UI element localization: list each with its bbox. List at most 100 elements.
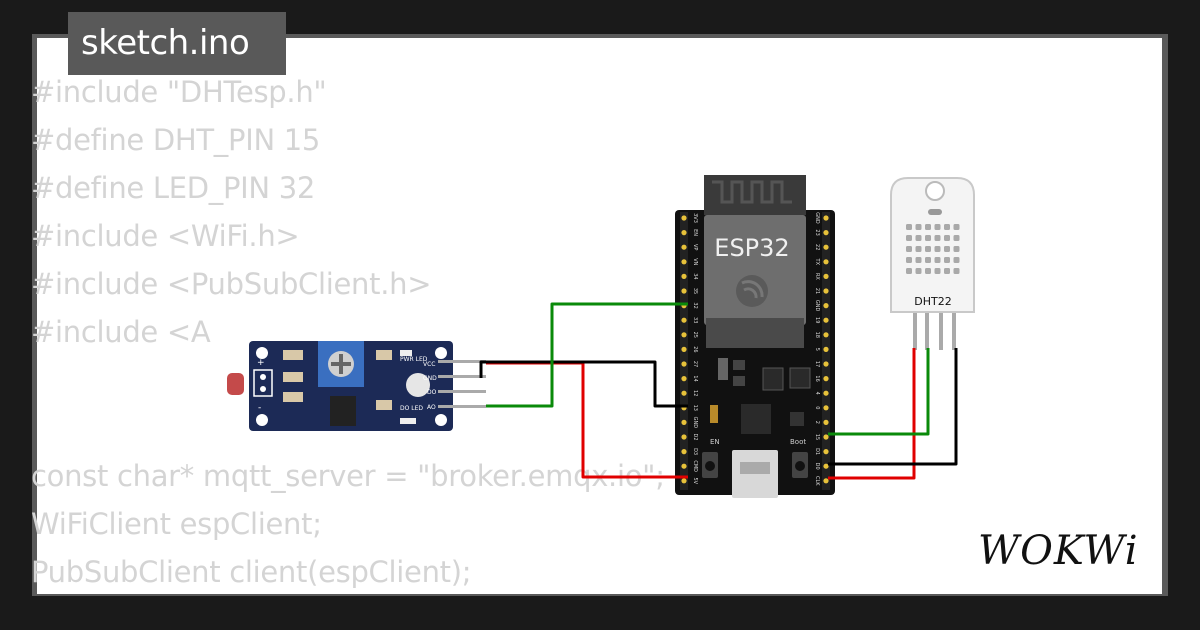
pin-left[interactable] <box>681 259 687 265</box>
pin-right[interactable] <box>823 317 829 323</box>
pin-right[interactable] <box>823 273 829 279</box>
dht-vent <box>934 246 941 252</box>
pin-label: D2 <box>692 433 698 440</box>
pin-label: 18 <box>814 332 820 338</box>
esp32-board[interactable]: ESP32 3V3ENVPVN34353233252627141213GNDD2… <box>675 175 835 498</box>
pin-left[interactable] <box>681 361 687 367</box>
code-line: #include <WiFi.h> <box>31 219 300 253</box>
dht-vent <box>934 268 941 274</box>
wire-green[interactable] <box>486 302 688 408</box>
pin-label: D3 <box>692 448 698 455</box>
pin-label: 25 <box>692 332 698 338</box>
dht-vent <box>915 268 922 274</box>
pin-right[interactable] <box>823 215 829 221</box>
do-pin-label: DO <box>427 389 437 396</box>
pin-label: 17 <box>814 361 820 367</box>
wire-black[interactable] <box>479 360 688 408</box>
pin-left[interactable] <box>681 376 687 382</box>
pin-left[interactable] <box>681 449 687 455</box>
wire-red[interactable] <box>486 361 688 479</box>
dht-vent <box>925 224 931 230</box>
pin-left[interactable] <box>681 390 687 396</box>
pin-right[interactable] <box>823 449 829 455</box>
ldr-minus-label: - <box>258 403 261 413</box>
pin-right[interactable] <box>823 332 829 338</box>
pin-right[interactable] <box>823 303 829 309</box>
code-line: #define LED_PIN 32 <box>31 171 316 205</box>
pin-right[interactable] <box>823 434 829 440</box>
code-line: const char* mqtt_server = "broker.emqx.i… <box>31 459 665 493</box>
dht-vent <box>953 268 960 274</box>
ao-pin-label: AO <box>427 404 436 411</box>
pin-left[interactable] <box>681 434 687 440</box>
code-line: PubSubClient client(espClient); <box>31 555 472 589</box>
pin-left[interactable] <box>681 215 687 221</box>
pin-right[interactable] <box>823 376 829 382</box>
pin-label: 4 <box>814 392 820 395</box>
pin-label: 32 <box>692 302 698 308</box>
dht-vent <box>944 257 950 263</box>
pin-left[interactable] <box>681 332 687 338</box>
esp32-label: ESP32 <box>714 234 789 262</box>
dht-vent <box>944 246 950 252</box>
code-preview: #include "DHTesp.h" #define DHT_PIN 15 #… <box>31 68 931 596</box>
pin-left[interactable] <box>681 244 687 250</box>
pin-label: 34 <box>692 273 698 279</box>
ldr-photoresistor <box>227 373 244 395</box>
pin-right[interactable] <box>823 361 829 367</box>
pin-right[interactable] <box>823 390 829 396</box>
pin-right[interactable] <box>823 259 829 265</box>
pin-right[interactable] <box>823 419 829 425</box>
wire-black-dht[interactable] <box>828 348 958 466</box>
pin-left[interactable] <box>681 317 687 323</box>
pin-right[interactable] <box>823 244 829 250</box>
dht-vent <box>944 235 950 241</box>
pin-right[interactable] <box>823 346 829 352</box>
dht-vent <box>915 246 922 252</box>
code-line: #include "DHTesp.h" <box>31 75 327 109</box>
canvas <box>37 38 1162 594</box>
pin-right[interactable] <box>823 288 829 294</box>
wire-red-dht[interactable] <box>828 348 916 480</box>
pin-label: 2 <box>814 421 820 424</box>
dht-vent <box>944 268 950 274</box>
file-tab[interactable]: sketch.ino <box>68 12 286 75</box>
pin-right[interactable] <box>823 405 829 411</box>
dht-vent <box>915 235 922 241</box>
pin-left[interactable] <box>681 346 687 352</box>
pin-label: 0 <box>814 406 820 409</box>
pin-right[interactable] <box>823 230 829 236</box>
pin-label: 23 <box>814 229 820 235</box>
dht-vent <box>925 268 931 274</box>
dht-vent <box>934 257 941 263</box>
pin-right[interactable] <box>823 478 829 484</box>
dht-vent <box>953 224 960 230</box>
vcc-pin-label: VCC <box>423 361 435 368</box>
dht-vent <box>944 224 950 230</box>
pin-left[interactable] <box>681 478 687 484</box>
pin-left[interactable] <box>681 273 687 279</box>
pin-right[interactable] <box>823 463 829 469</box>
pin-label: 21 <box>814 288 820 294</box>
pin-label: 19 <box>814 317 820 323</box>
pin-label: VN <box>692 258 698 265</box>
dht22-sensor[interactable]: DHT22 <box>890 177 975 350</box>
wire-green-dht[interactable] <box>828 348 930 436</box>
pin-label: GND <box>814 212 820 224</box>
pin-label: 13 <box>692 405 698 411</box>
dht-vent <box>925 246 931 252</box>
pin-label: 35 <box>692 288 698 294</box>
pin-left[interactable] <box>681 419 687 425</box>
ldr-plus-label: + <box>257 358 265 368</box>
pin-left[interactable] <box>681 288 687 294</box>
pin-left[interactable] <box>681 230 687 236</box>
pin-label: GND <box>692 417 698 429</box>
pwr-led-label: PWR LED <box>400 356 428 363</box>
pin-left[interactable] <box>681 463 687 469</box>
pin-label: 12 <box>692 390 698 396</box>
pin-label: CLK <box>814 476 820 486</box>
pin-label: D1 <box>814 448 820 455</box>
pin-label: 3V3 <box>692 213 698 223</box>
ldr-module[interactable]: + - PWR LED DO LED VCC GND DO AO <box>227 341 486 431</box>
